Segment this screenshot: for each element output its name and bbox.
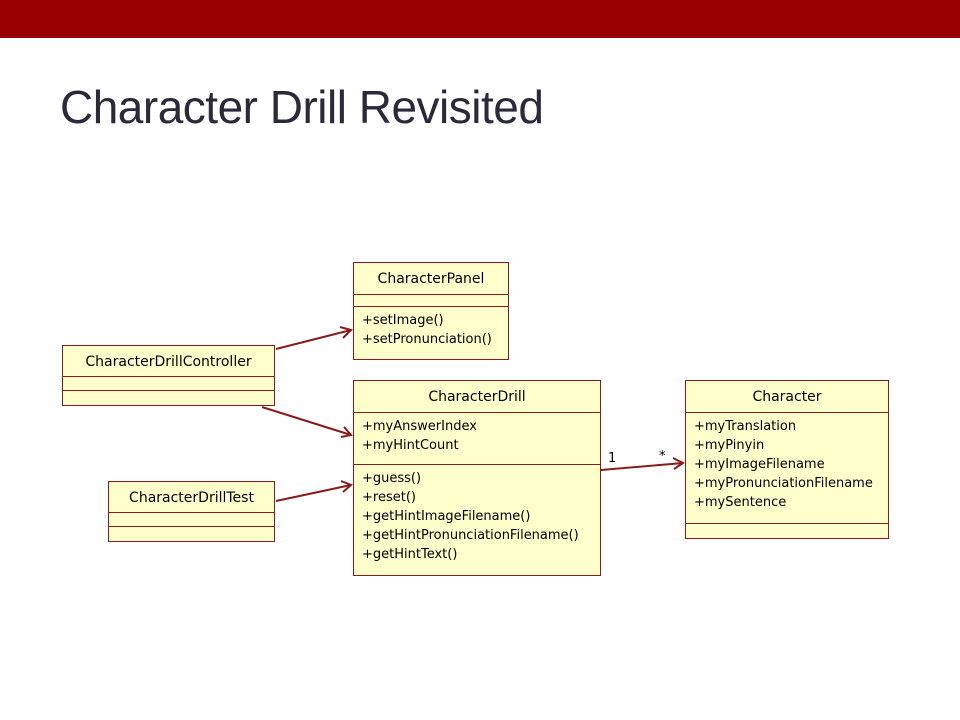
association-controller-to-panel <box>275 326 353 350</box>
attributes-section: +myAnswerIndex +myHintCount <box>354 413 600 465</box>
attribute-item: +myPronunciationFilename <box>694 476 873 491</box>
class-name: CharacterPanel <box>354 263 508 295</box>
operation-item: +setPronunciation() <box>362 332 492 347</box>
attribute-item: +myTranslation <box>694 419 797 434</box>
operations-section: +setImage() +setPronunciation() <box>354 307 508 349</box>
operation-item: +getHintText() <box>362 547 458 562</box>
attributes-section <box>354 295 508 307</box>
class-name: CharacterDrillTest <box>109 482 274 513</box>
operations-section: +guess() +reset() +getHintImageFilename(… <box>354 465 600 564</box>
attribute-item: +myPinyin <box>694 438 765 453</box>
multiplicity-source: 1 <box>608 451 616 466</box>
attribute-item: +myAnswerIndex <box>362 419 477 434</box>
association-test-to-drill <box>275 480 353 502</box>
multiplicity-target: * <box>659 449 666 464</box>
attributes-section <box>109 513 274 527</box>
class-character-drill-controller: CharacterDrillController <box>62 345 275 406</box>
class-name: Character <box>686 381 888 413</box>
attributes-section <box>63 377 274 391</box>
operation-item: +getHintImageFilename() <box>362 509 531 524</box>
operation-item: +getHintPronunciationFilename() <box>362 528 579 543</box>
attribute-item: +myImageFilename <box>694 457 825 472</box>
class-name: CharacterDrillController <box>63 346 274 377</box>
class-character-drill: CharacterDrill +myAnswerIndex +myHintCou… <box>353 380 601 576</box>
operation-item: +guess() <box>362 471 422 486</box>
class-character-panel: CharacterPanel +setImage() +setPronuncia… <box>353 262 509 360</box>
attribute-item: +myHintCount <box>362 438 459 453</box>
attribute-item: +mySentence <box>694 495 787 510</box>
operation-item: +reset() <box>362 490 416 505</box>
association-controller-to-drill <box>261 406 353 438</box>
class-name: CharacterDrill <box>354 381 600 413</box>
top-accent-bar <box>0 0 960 38</box>
association-drill-to-character <box>600 457 685 471</box>
slide-title: Character Drill Revisited <box>60 81 544 133</box>
class-character: Character +myTranslation +myPinyin +myIm… <box>685 380 889 539</box>
operation-item: +setImage() <box>362 313 444 328</box>
class-character-drill-test: CharacterDrillTest <box>108 481 275 542</box>
attributes-section: +myTranslation +myPinyin +myImageFilenam… <box>686 413 888 524</box>
